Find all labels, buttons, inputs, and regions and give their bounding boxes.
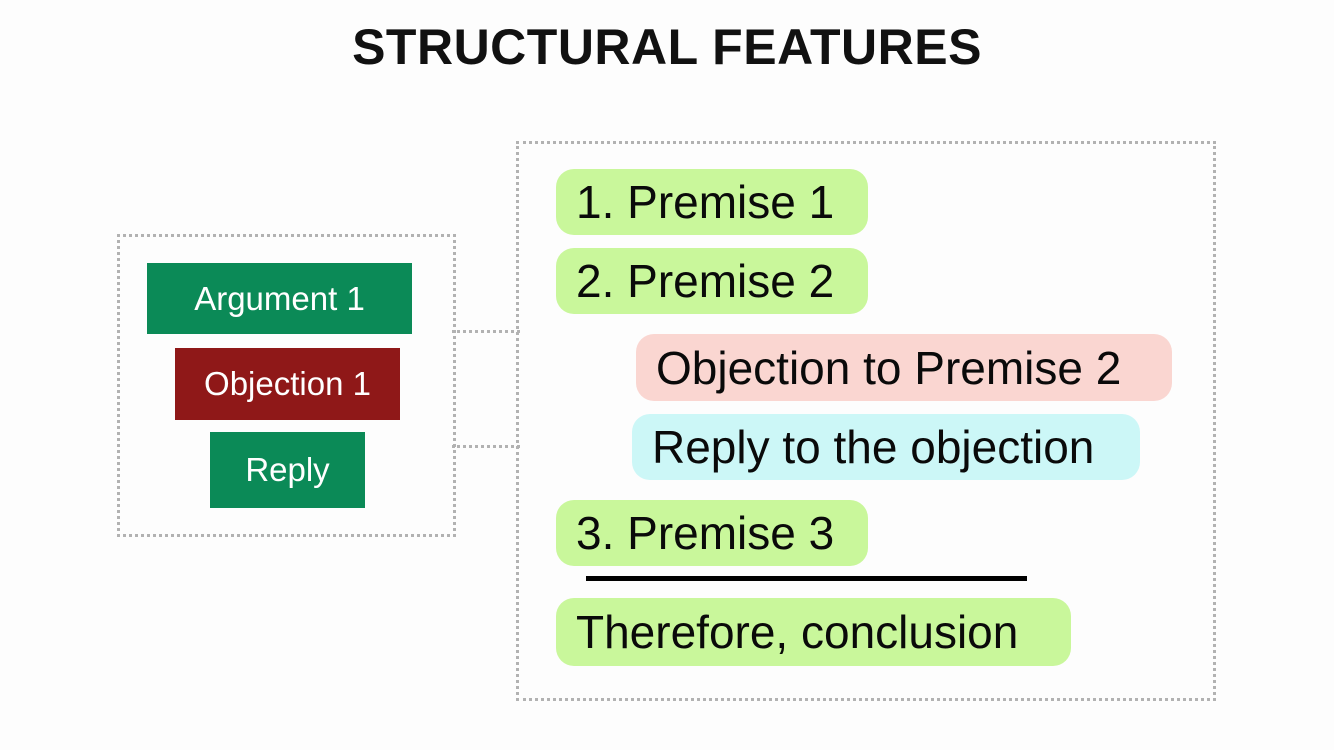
inference-rule-line (586, 576, 1027, 581)
pill-premise-1[interactable]: 1. Premise 1 (556, 169, 868, 235)
connector-reply-to-reply-detail (452, 445, 520, 448)
pill-premise-3[interactable]: 3. Premise 3 (556, 500, 868, 566)
connector-argument-to-premises (452, 330, 520, 333)
block-reply[interactable]: Reply (210, 432, 365, 508)
pill-reply-to-objection[interactable]: Reply to the objection (632, 414, 1140, 480)
page-title: STRUCTURAL FEATURES (352, 19, 982, 75)
pill-premise-2[interactable]: 2. Premise 2 (556, 248, 868, 314)
left-overview-frame (117, 234, 456, 537)
pill-conclusion[interactable]: Therefore, conclusion (556, 598, 1071, 666)
right-detail-frame (516, 141, 1216, 701)
block-objection-1[interactable]: Objection 1 (175, 348, 400, 420)
block-argument-1[interactable]: Argument 1 (147, 263, 412, 334)
pill-objection-to-premise-2[interactable]: Objection to Premise 2 (636, 334, 1172, 401)
